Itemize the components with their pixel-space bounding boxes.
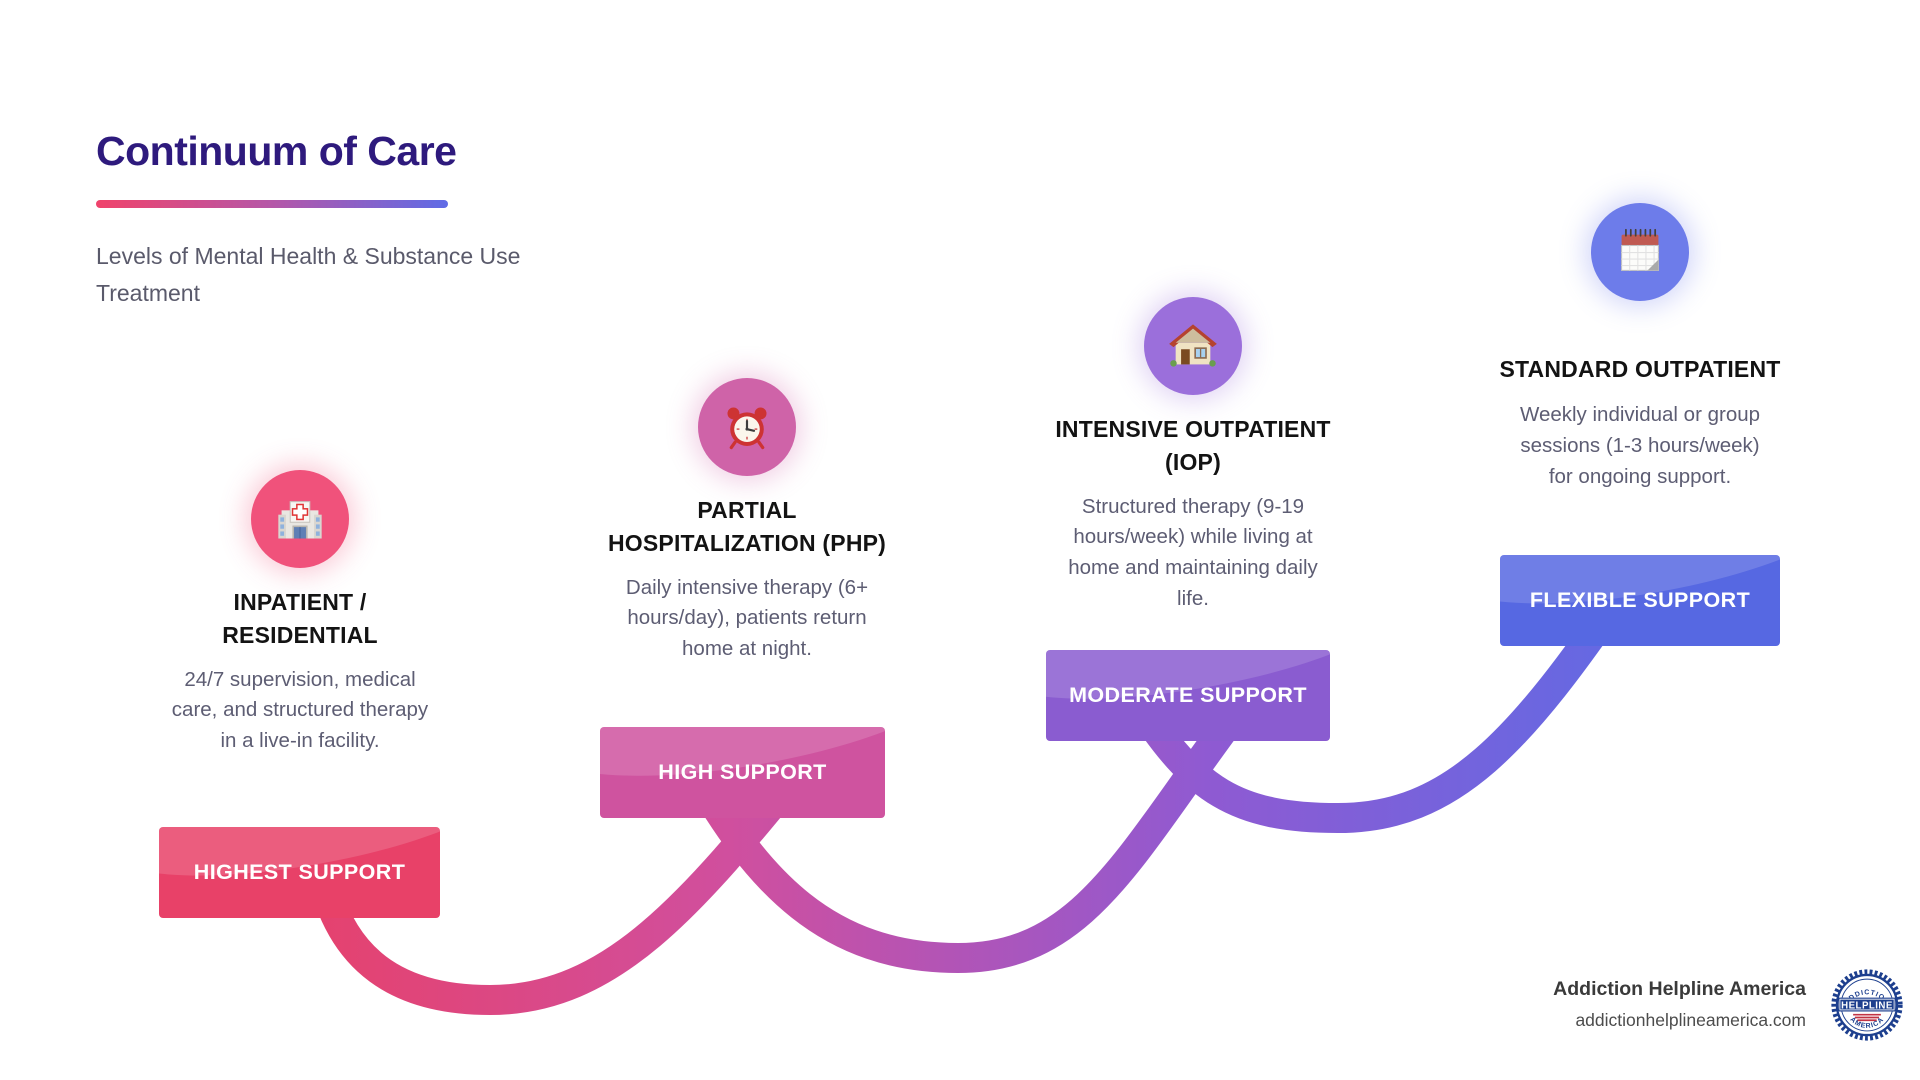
page-subtitle: Levels of Mental Health & Substance Use … [96, 243, 521, 306]
support-label: FLEXIBLE SUPPORT [1529, 588, 1751, 612]
support-badge-highest: HIGHEST SUPPORT [159, 827, 440, 918]
hospital-icon [251, 470, 349, 568]
footer: Addiction Helpline America addictionhelp… [1553, 978, 1806, 1031]
stage-description: 24/7 supervision, medical care, and stru… [171, 667, 429, 753]
calendar-icon [1591, 203, 1689, 301]
support-badge-moderate: MODERATE SUPPORT [1046, 650, 1330, 741]
support-badge-flexible: FLEXIBLE SUPPORT [1500, 555, 1780, 646]
website-url: addictionhelplineamerica.com [1575, 1010, 1806, 1030]
stage-standard-outpatient: STANDARD OUTPATIENT Weekly individual or… [1470, 203, 1810, 493]
support-badge-high: HIGH SUPPORT [600, 727, 885, 818]
title-gradient-underline [96, 200, 448, 208]
stage-title: INPATIENT / RESIDENTIAL [222, 589, 378, 649]
alarm-clock-icon [698, 378, 796, 476]
stage-description: Weekly individual or group sessions (1-3… [1519, 403, 1761, 488]
stage-description: Daily intensive therapy (6+ hours/day), … [625, 575, 869, 661]
stage-title: STANDARD OUTPATIENT [1499, 356, 1781, 382]
support-label: MODERATE SUPPORT [1069, 683, 1307, 707]
brand-seal-logo: ADDICTION HELPLINE AMERICA [1831, 969, 1903, 1041]
support-label: HIGH SUPPORT [658, 760, 827, 784]
stage-inpatient-residential: INPATIENT / RESIDENTIAL 24/7 supervision… [130, 470, 470, 757]
page-title: Continuum of Care [96, 128, 457, 174]
support-label: HIGHEST SUPPORT [193, 860, 406, 884]
badge-banner-text: HELPLINE [1841, 1001, 1893, 1012]
stage-title: INTENSIVE OUTPATIENT (IOP) [1055, 416, 1331, 476]
brand-name: Addiction Helpline America [1553, 978, 1806, 1000]
house-icon [1144, 297, 1242, 395]
stage-title: PARTIAL HOSPITALIZATION (PHP) [607, 497, 887, 557]
stage-description: Structured therapy (9-19 hours/week) whi… [1068, 494, 1318, 610]
stage-partial-hospitalization: PARTIAL HOSPITALIZATION (PHP) Daily inte… [577, 378, 917, 665]
stage-intensive-outpatient: INTENSIVE OUTPATIENT (IOP) Structured th… [1023, 297, 1363, 615]
